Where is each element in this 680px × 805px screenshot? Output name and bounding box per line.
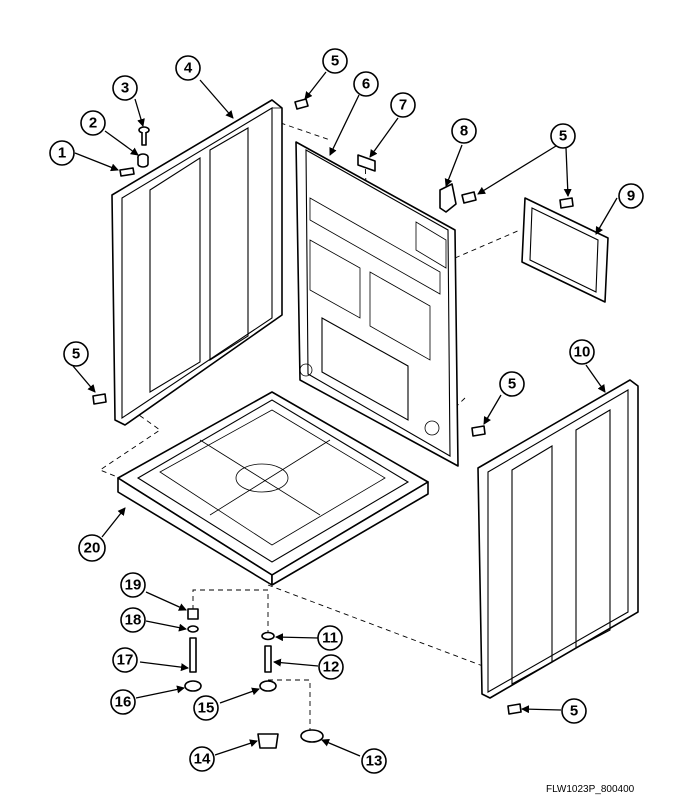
callout-17-label: 17 xyxy=(117,652,134,669)
callout-5-right-label: 5 xyxy=(559,128,567,145)
callout-19-label: 19 xyxy=(125,577,142,594)
callout-1: 1 xyxy=(49,140,75,166)
callout-19: 19 xyxy=(120,572,146,598)
leveling-leg-parts xyxy=(184,608,324,749)
callout-7-label: 7 xyxy=(399,97,407,114)
callout-14: 14 xyxy=(189,746,215,772)
callout-8-label: 8 xyxy=(460,123,468,140)
callout-7: 7 xyxy=(390,92,416,118)
callout-5-top: 5 xyxy=(322,48,348,74)
label-plate xyxy=(357,154,376,172)
callout-18-label: 18 xyxy=(125,612,142,629)
callout-20-label: 20 xyxy=(84,540,101,557)
callout-16-label: 16 xyxy=(115,694,132,711)
callout-15: 15 xyxy=(193,695,219,721)
callout-14-label: 14 xyxy=(194,751,211,768)
callout-5-left-label: 5 xyxy=(72,346,80,363)
screw-parts xyxy=(92,98,574,715)
left-side-panel xyxy=(111,99,283,426)
callout-12: 12 xyxy=(318,654,344,680)
plug-part xyxy=(119,167,135,177)
callout-5-mid: 5 xyxy=(499,371,525,397)
hose-clip xyxy=(439,183,457,213)
base-frame xyxy=(117,391,429,586)
callout-5-mid-label: 5 xyxy=(508,376,516,393)
callout-2-label: 2 xyxy=(89,115,97,132)
callout-5-top-label: 5 xyxy=(331,53,339,70)
callout-9-label: 9 xyxy=(627,188,635,205)
callout-8: 8 xyxy=(451,118,477,144)
access-cover xyxy=(521,197,609,303)
callout-18: 18 xyxy=(120,607,146,633)
callout-5-right: 5 xyxy=(550,123,576,149)
spacer-part xyxy=(137,153,149,168)
callout-20: 20 xyxy=(78,534,106,562)
callout-5-bottom-label: 5 xyxy=(570,703,578,720)
callout-2: 2 xyxy=(80,110,106,136)
callout-9: 9 xyxy=(618,183,644,209)
callout-4-label: 4 xyxy=(184,60,193,77)
callout-11: 11 xyxy=(317,625,343,651)
leader-lines xyxy=(72,71,618,757)
callout-5-bottom: 5 xyxy=(561,698,587,724)
callout-3: 3 xyxy=(112,75,138,101)
callout-6: 6 xyxy=(353,71,379,97)
callout-16: 16 xyxy=(110,689,136,715)
callout-6-label: 6 xyxy=(362,76,370,93)
callout-1-label: 1 xyxy=(58,145,66,162)
callout-3-label: 3 xyxy=(121,80,129,97)
rear-panel xyxy=(295,141,459,467)
callout-13-label: 13 xyxy=(366,753,383,770)
screw-part-3 xyxy=(138,126,150,146)
callout-10: 10 xyxy=(569,339,595,365)
callout-11-label: 11 xyxy=(322,630,338,647)
callout-10-label: 10 xyxy=(574,344,591,361)
callout-17: 17 xyxy=(112,647,138,673)
callout-4: 4 xyxy=(175,55,201,81)
callout-5-left: 5 xyxy=(63,341,89,367)
callout-12-label: 12 xyxy=(323,659,340,676)
right-side-panel xyxy=(477,379,639,699)
callout-15-label: 15 xyxy=(198,700,215,717)
callout-13: 13 xyxy=(361,748,387,774)
drawing-code: FLW1023P_800400 xyxy=(546,784,635,795)
